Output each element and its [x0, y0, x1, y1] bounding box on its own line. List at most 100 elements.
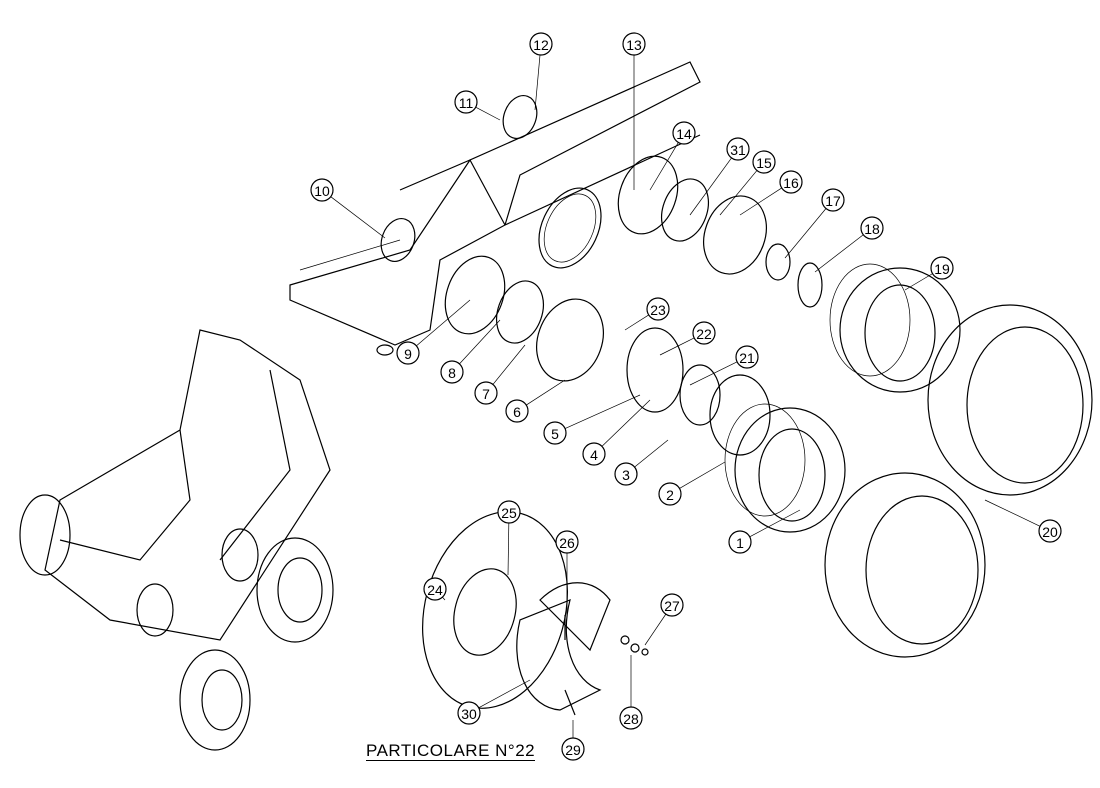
upper-drive-assembly: [380, 95, 961, 393]
callout-16: 16: [739, 170, 803, 216]
callout-22: 22: [659, 321, 716, 356]
callout-number: 13: [626, 37, 642, 53]
callout-29: 29: [561, 720, 585, 761]
leader-line: [659, 337, 695, 356]
leader-line: [534, 54, 541, 111]
leader-line: [601, 399, 651, 447]
callout-2: 2: [658, 461, 726, 506]
callout-circle: [619, 706, 643, 730]
callout-number: 27: [664, 598, 680, 614]
leader-line: [649, 142, 679, 191]
callout-number: 28: [623, 711, 639, 727]
leader-line: [904, 273, 933, 291]
callout-number: 23: [650, 302, 666, 318]
leader-line: [507, 522, 510, 576]
callout-number: 22: [696, 326, 712, 342]
leader-line: [624, 314, 649, 331]
leader-line: [526, 379, 566, 406]
callout-circle: [555, 530, 579, 554]
callout-28: 28: [619, 655, 643, 730]
callout-circle: [646, 297, 670, 321]
callout-26: 26: [555, 530, 579, 615]
callout-15: 15: [719, 150, 776, 216]
callout-circle: [423, 577, 447, 601]
callout-number: 6: [513, 404, 521, 420]
callout-number: 19: [934, 261, 950, 277]
callout-number: 1: [736, 535, 744, 551]
callout-31: 31: [689, 137, 750, 216]
callout-circle: [622, 32, 646, 56]
callout-circle: [692, 321, 716, 345]
leader-line: [475, 106, 501, 121]
leader-line: [644, 613, 667, 646]
callout-19: 19: [904, 256, 954, 291]
callout-circle: [658, 482, 682, 506]
callout-number: 2: [666, 487, 674, 503]
skid-loader-overview: [19, 329, 334, 751]
callout-number: 29: [565, 742, 581, 758]
callout-3: 3: [614, 439, 669, 486]
callout-number: 14: [676, 126, 692, 142]
callout-circle: [614, 462, 638, 486]
leader-line: [719, 170, 758, 216]
leader-line: [739, 187, 782, 216]
callout-number: 30: [461, 706, 477, 722]
callout-17: 17: [784, 188, 845, 259]
callout-circle: [561, 737, 585, 761]
callout-25: 25: [497, 500, 521, 576]
leader-line: [478, 679, 531, 709]
callout-13: 13: [622, 32, 646, 190]
detail-caption: PARTICOLARE N°22: [366, 741, 536, 761]
callout-number: 8: [448, 365, 456, 381]
leader-line: [492, 344, 526, 385]
brake-detail: [422, 511, 649, 716]
callout-circle: [497, 500, 521, 524]
callout-24: 24: [423, 577, 447, 601]
callout-number: 10: [314, 183, 330, 199]
callout-number: 17: [825, 193, 841, 209]
callout-number: 11: [459, 95, 474, 111]
callout-4: 4: [582, 399, 651, 466]
callout-number: 16: [783, 175, 799, 191]
callout-circle: [505, 399, 529, 423]
callout-circle: [1038, 519, 1062, 543]
callout-10: 10: [310, 178, 386, 239]
callout-number: 25: [501, 505, 517, 521]
leader-line: [330, 196, 386, 239]
leader-line: [416, 299, 471, 347]
leader-line: [689, 361, 738, 386]
callout-circle: [440, 360, 464, 384]
leader-line: [564, 394, 641, 429]
callout-11: 11: [454, 90, 501, 121]
callout-circle: [752, 150, 776, 174]
callout-number: 31: [730, 142, 746, 158]
callout-6: 6: [505, 379, 566, 423]
callout-circle: [396, 341, 420, 365]
callout-circle: [543, 421, 567, 445]
callout-circle: [457, 701, 481, 725]
callout-circle: [454, 90, 478, 114]
callout-number: 9: [404, 346, 412, 362]
callout-circle: [821, 188, 845, 212]
callout-circle: [660, 593, 684, 617]
leader-line: [689, 157, 732, 216]
callout-number: 24: [427, 582, 443, 598]
callout-circle: [672, 121, 696, 145]
callout-circle: [726, 137, 750, 161]
leader-line: [749, 509, 801, 538]
leader-line: [784, 208, 827, 259]
callout-circle: [735, 345, 759, 369]
callout-circle: [529, 32, 553, 56]
leader-line: [442, 596, 446, 601]
callout-9: 9: [396, 299, 471, 365]
leader-line: [459, 319, 501, 365]
tires: [824, 304, 1093, 658]
leader-line: [814, 234, 864, 273]
callout-number: 7: [482, 386, 490, 402]
callout-circle: [779, 170, 803, 194]
callout-7: 7: [474, 344, 526, 405]
callout-number: 15: [756, 155, 772, 171]
callout-number: 3: [622, 467, 630, 483]
